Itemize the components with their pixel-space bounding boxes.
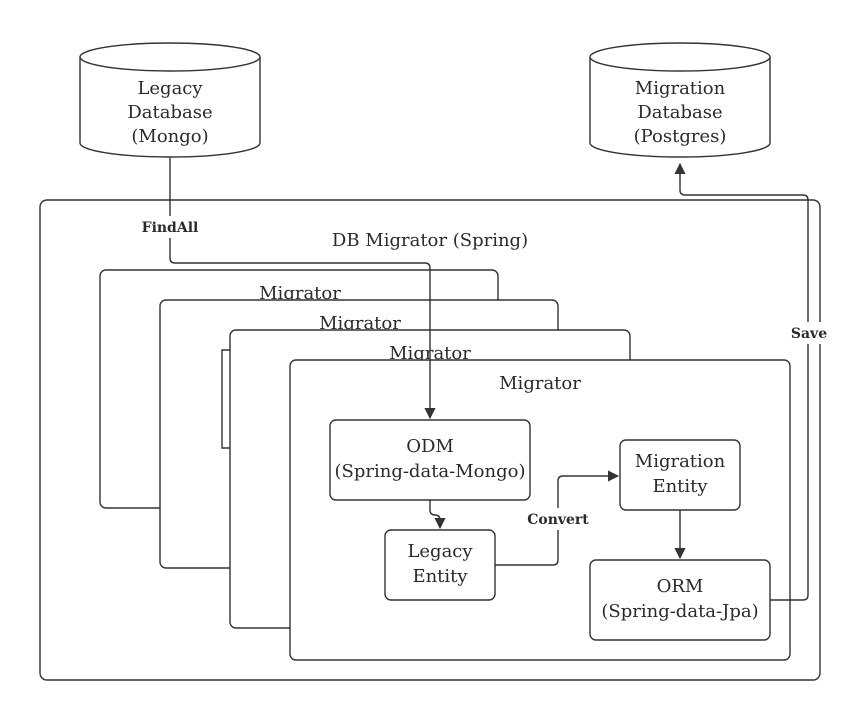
edge-odm-to-legacy-entity	[429, 500, 446, 530]
edge-save	[674, 162, 809, 601]
odm-line1: ODM	[406, 436, 454, 457]
node-orm: ORM (Spring-data-Jpa)	[589, 559, 771, 641]
legacy-entity-line2: Entity	[412, 566, 468, 587]
legacy-db-line3: (Mongo)	[131, 126, 208, 147]
node-migration-entity: Migration Entity	[619, 439, 741, 511]
legacy-db-line1: Legacy	[137, 78, 203, 99]
migration-db-line3: (Postgres)	[634, 126, 727, 147]
node-odm: ODM (Spring-data-Mongo)	[329, 419, 531, 501]
edge-convert-label: Convert	[527, 512, 589, 528]
migrator-label-front: Migrator	[499, 373, 581, 394]
edge-convert-label-bg	[524, 508, 592, 530]
edge-findall-label-bg	[136, 216, 204, 238]
migration-db-line1: Migration	[635, 78, 726, 99]
edge-save-label-bg	[786, 322, 832, 344]
migration-entity-line2: Entity	[652, 476, 708, 497]
orm-line1: ORM	[657, 576, 704, 597]
migration-database-cylinder: Migration Database (Postgres)	[589, 42, 771, 158]
legacy-database-cylinder: Legacy Database (Mongo)	[79, 42, 261, 158]
migrator-label-2: Migrator	[319, 313, 401, 334]
orm-line2: (Spring-data-Jpa)	[601, 601, 758, 622]
edge-save-label: Save	[791, 326, 827, 342]
migration-entity-line1: Migration	[635, 451, 726, 472]
migrator-frame-hidden-edge	[221, 349, 230, 449]
edge-findall-label: FindAll	[142, 220, 199, 236]
odm-line2: (Spring-data-Mongo)	[335, 461, 526, 482]
container-title: DB Migrator (Spring)	[332, 230, 528, 251]
node-legacy-entity: Legacy Entity	[384, 529, 496, 601]
edge-findall	[169, 158, 436, 420]
legacy-db-line2: Database	[127, 102, 212, 123]
migration-db-line2: Database	[637, 102, 722, 123]
legacy-entity-line1: Legacy	[407, 541, 473, 562]
migrator-label-1: Migrator	[259, 283, 341, 304]
